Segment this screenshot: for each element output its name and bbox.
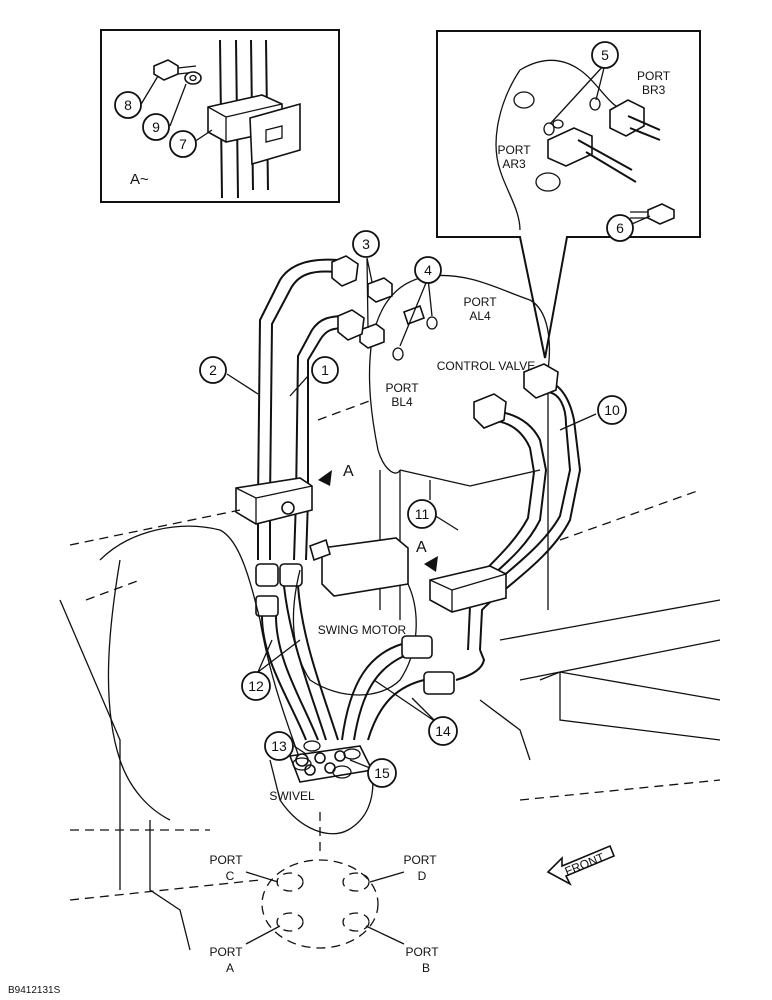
- svg-text:3: 3: [362, 236, 370, 252]
- svg-text:7: 7: [179, 136, 187, 152]
- svg-text:1: 1: [321, 362, 329, 378]
- port-bl4-line2: BL4: [391, 395, 413, 409]
- callout-13: 13: [264, 731, 294, 761]
- swing-motor: SWING MOTOR: [292, 537, 417, 696]
- svg-text:15: 15: [374, 765, 390, 781]
- frame-outline: [59, 399, 721, 951]
- svg-text:8: 8: [124, 97, 132, 113]
- detail-a-box: A~: [100, 29, 340, 203]
- callout-1: 1: [311, 356, 339, 384]
- tubes-1-2: [235, 255, 365, 741]
- port-d-line2: D: [418, 869, 427, 883]
- port-bl4-line1: PORT: [385, 381, 419, 395]
- svg-text:6: 6: [616, 220, 624, 236]
- port-b-line1: PORT: [405, 945, 439, 959]
- svg-text:13: 13: [271, 738, 287, 754]
- detail-valve-box: PORT BR3 PORT AR3: [436, 30, 701, 359]
- detail-a-label: A~: [130, 171, 149, 188]
- port-br3-line2: BR3: [642, 83, 666, 97]
- control-valve: CONTROL VALVE PORT BL4 PORT AL4: [368, 274, 551, 620]
- svg-text:9: 9: [152, 119, 160, 135]
- port-al4-line2: AL4: [469, 309, 491, 323]
- svg-text:2: 2: [209, 362, 217, 378]
- callout-14: 14: [428, 716, 458, 746]
- svg-text:14: 14: [435, 723, 451, 739]
- swivel-label: SWIVEL: [269, 789, 315, 803]
- view-a-arrow-left: [318, 470, 332, 486]
- port-ar3-line1: PORT: [497, 143, 531, 157]
- callout-5: 5: [591, 41, 619, 69]
- callout-4: 4: [414, 256, 442, 284]
- callout-6: 6: [606, 214, 634, 242]
- callout-10: 10: [597, 395, 627, 425]
- view-a-marker-left: A: [343, 463, 354, 480]
- port-ar3-line2: AR3: [502, 157, 526, 171]
- figure-id: B9412131S: [8, 985, 61, 996]
- front-label: FRONT: [563, 850, 607, 879]
- callout-8: 8: [114, 91, 142, 119]
- port-a-line1: PORT: [209, 945, 243, 959]
- front-arrow: FRONT: [546, 844, 616, 886]
- control-valve-label: CONTROL VALVE: [437, 359, 535, 373]
- svg-text:12: 12: [248, 678, 264, 694]
- port-br3-line1: PORT: [637, 69, 671, 83]
- callout-3: 3: [352, 230, 380, 258]
- port-c-line1: PORT: [209, 853, 243, 867]
- view-a-arrow-right: [424, 556, 438, 572]
- callout-15: 15: [367, 758, 397, 788]
- svg-text:11: 11: [415, 506, 430, 522]
- svg-text:4: 4: [424, 262, 432, 278]
- port-al4-line1: PORT: [463, 295, 497, 309]
- callout-12: 12: [241, 671, 271, 701]
- callout-7: 7: [169, 130, 197, 158]
- callout-11: 11: [407, 499, 437, 529]
- port-c-line2: C: [226, 869, 235, 883]
- svg-text:5: 5: [601, 47, 609, 63]
- svg-text:10: 10: [604, 402, 620, 418]
- callout-9: 9: [142, 113, 170, 141]
- swing-motor-label: SWING MOTOR: [318, 623, 407, 637]
- fittings-3-4: [359, 277, 438, 361]
- leader-lines: [139, 63, 651, 773]
- tubes-10-11: [341, 363, 582, 741]
- port-a-line2: A: [226, 961, 234, 975]
- port-d-line1: PORT: [403, 853, 437, 867]
- swivel-port-detail: PORT C PORT D PORT A PORT B: [209, 853, 439, 975]
- port-b-line2: B: [422, 961, 430, 975]
- callout-2: 2: [199, 356, 227, 384]
- view-a-marker-right: A: [416, 539, 427, 556]
